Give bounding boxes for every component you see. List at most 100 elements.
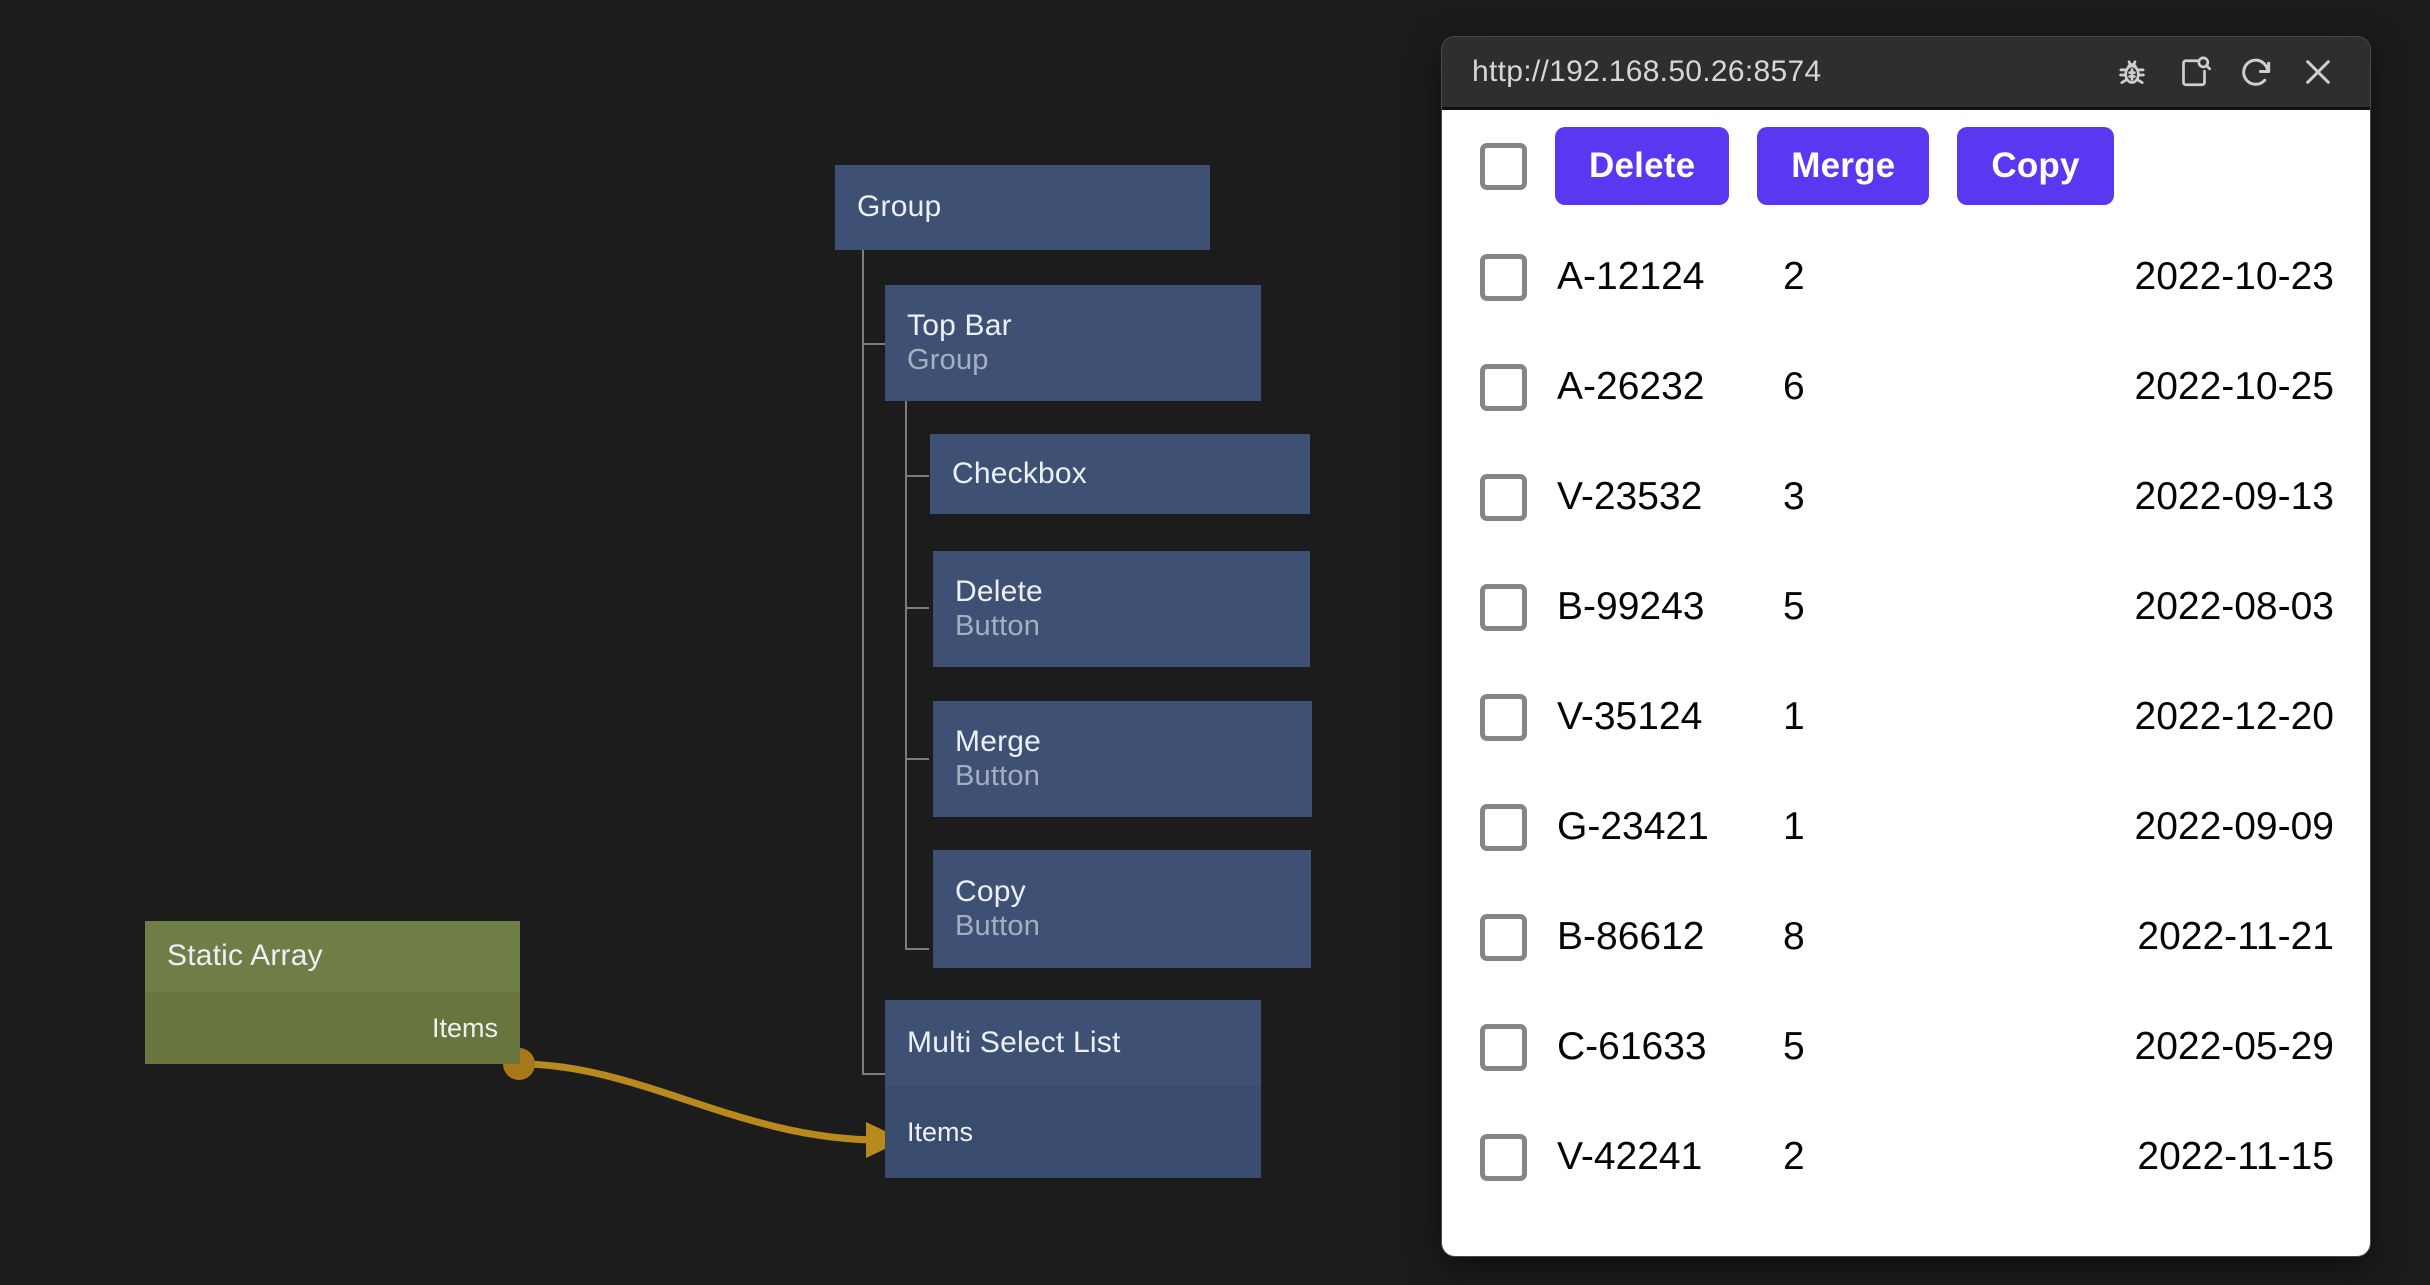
cell-date: 2022-05-29 [2134, 1025, 2335, 1068]
list-item[interactable]: C-61633 5 2022-05-29 [1442, 992, 2370, 1102]
graph-node-header: Top Bar Group [885, 285, 1261, 401]
cell-id: A-12124 [1557, 255, 1705, 298]
cell-id: V-23532 [1557, 475, 1703, 518]
cell-quantity: 1 [1783, 695, 1805, 738]
graph-node-checkbox[interactable]: Checkbox [930, 434, 1310, 514]
wire-static-array-items-to-multi-select-items [519, 1060, 881, 1144]
graph-node-subtitle: Button [955, 609, 1041, 642]
graph-node-merge[interactable]: Merge Button [933, 701, 1312, 817]
cell-id: B-99243 [1557, 585, 1705, 628]
tree-line-root-vertical [862, 166, 864, 1074]
row-checkbox[interactable] [1480, 253, 1527, 301]
list-item[interactable]: G-23421 1 2022-09-09 [1442, 772, 2370, 882]
tree-line-stub-delete [905, 607, 929, 609]
tree-line-stub-checkbox [905, 475, 929, 477]
cell-quantity: 6 [1783, 365, 1805, 408]
list-item[interactable]: V-42241 2 2022-11-15 [1442, 1102, 2370, 1212]
graph-node-group[interactable]: Group [835, 165, 1210, 250]
cell-date: 2022-08-03 [2134, 585, 2335, 628]
cell-date: 2022-10-23 [2134, 255, 2335, 298]
address-bar-url[interactable]: http://192.168.50.26:8574 [1472, 55, 1822, 88]
row-checkbox[interactable] [1480, 803, 1527, 851]
cell-id: G-23421 [1557, 805, 1709, 848]
graph-node-delete[interactable]: Delete Button [933, 551, 1310, 667]
graph-node-static-array[interactable]: Static Array Items [145, 921, 520, 1064]
cell-quantity: 8 [1783, 915, 1805, 958]
row-checkbox[interactable] [1480, 1023, 1527, 1071]
cell-id: A-26232 [1557, 365, 1705, 408]
row-checkbox[interactable] [1480, 913, 1527, 961]
bug-icon[interactable] [2106, 46, 2158, 98]
graph-node-input-port-items[interactable]: Items [885, 1086, 1261, 1178]
cell-quantity: 3 [1783, 475, 1805, 518]
graph-node-title: Merge [955, 724, 1042, 758]
graph-node-subtitle: Group [907, 343, 989, 376]
reload-icon[interactable] [2230, 46, 2282, 98]
list-item[interactable]: A-26232 6 2022-10-25 [1442, 332, 2370, 442]
cell-date: 2022-09-09 [2134, 805, 2335, 848]
cell-id: B-86612 [1557, 915, 1705, 958]
graph-node-title: Group [857, 190, 942, 224]
graph-node-header: Checkbox [930, 434, 1310, 514]
tree-line-stub-multilist [862, 1073, 886, 1075]
graph-node-title: Delete [955, 574, 1043, 608]
row-checkbox[interactable] [1480, 583, 1527, 631]
cell-date: 2022-09-13 [2134, 475, 2335, 518]
graph-node-title: Static Array [167, 939, 323, 973]
graph-node-title: Checkbox [952, 456, 1088, 490]
row-checkbox[interactable] [1480, 693, 1527, 741]
copy-button[interactable]: Copy [1957, 127, 2114, 205]
graph-node-subtitle: Button [955, 909, 1041, 942]
graph-node-header: Delete Button [933, 551, 1310, 667]
window-title-bar[interactable]: http://192.168.50.26:8574 [1442, 37, 2370, 110]
cell-quantity: 5 [1783, 585, 1805, 628]
inspect-element-icon[interactable] [2168, 46, 2220, 98]
graph-node-title: Copy [955, 874, 1026, 908]
graph-node-top-bar[interactable]: Top Bar Group [885, 285, 1261, 401]
select-all-checkbox[interactable] [1480, 142, 1527, 190]
cell-quantity: 2 [1783, 1135, 1805, 1178]
graph-node-header: Multi Select List [885, 1000, 1261, 1086]
graph-node-header: Static Array [145, 921, 520, 992]
graph-node-multi-select-list[interactable]: Multi Select List Items [885, 1000, 1261, 1178]
close-icon[interactable] [2292, 46, 2344, 98]
list-item[interactable]: A-12124 2 2022-10-23 [1442, 222, 2370, 332]
graph-node-subtitle: Button [955, 759, 1041, 792]
graph-node-header: Group [835, 165, 1210, 250]
cell-date: 2022-10-25 [2134, 365, 2335, 408]
list-item[interactable]: B-86612 8 2022-11-21 [1442, 882, 2370, 992]
graph-node-title: Multi Select List [907, 1025, 1121, 1059]
cell-date: 2022-11-21 [2137, 915, 2334, 958]
cell-id: V-42241 [1557, 1135, 1703, 1178]
row-checkbox[interactable] [1480, 473, 1527, 521]
preview-window[interactable]: http://192.168.50.26:8574 [1441, 36, 2371, 1257]
cell-quantity: 2 [1783, 255, 1805, 298]
cell-date: 2022-11-15 [2137, 1135, 2334, 1178]
list-item[interactable]: B-99243 5 2022-08-03 [1442, 552, 2370, 662]
graph-node-port-label: Items [907, 1116, 974, 1147]
app-top-bar[interactable]: Delete Merge Copy [1442, 110, 2370, 222]
graph-node-header: Merge Button [933, 701, 1312, 817]
graph-node-port-label: Items [431, 1012, 498, 1043]
delete-button[interactable]: Delete [1555, 127, 1730, 205]
cell-id: V-35124 [1557, 695, 1703, 738]
cell-quantity: 1 [1783, 805, 1805, 848]
tree-line-stub-merge [905, 758, 929, 760]
cell-quantity: 5 [1783, 1025, 1805, 1068]
tree-line-stub-topbar [862, 343, 886, 345]
cell-id: C-61633 [1557, 1025, 1707, 1068]
graph-node-copy[interactable]: Copy Button [933, 850, 1311, 968]
tree-line-topbar-vertical [905, 385, 907, 950]
row-checkbox[interactable] [1480, 363, 1527, 411]
list-item[interactable]: V-23532 3 2022-09-13 [1442, 442, 2370, 552]
graph-node-title: Top Bar [907, 308, 1012, 342]
row-checkbox[interactable] [1480, 1133, 1527, 1181]
merge-button[interactable]: Merge [1757, 127, 1930, 205]
graph-node-output-port-items[interactable]: Items [145, 992, 520, 1064]
tree-line-stub-copy [905, 948, 929, 950]
